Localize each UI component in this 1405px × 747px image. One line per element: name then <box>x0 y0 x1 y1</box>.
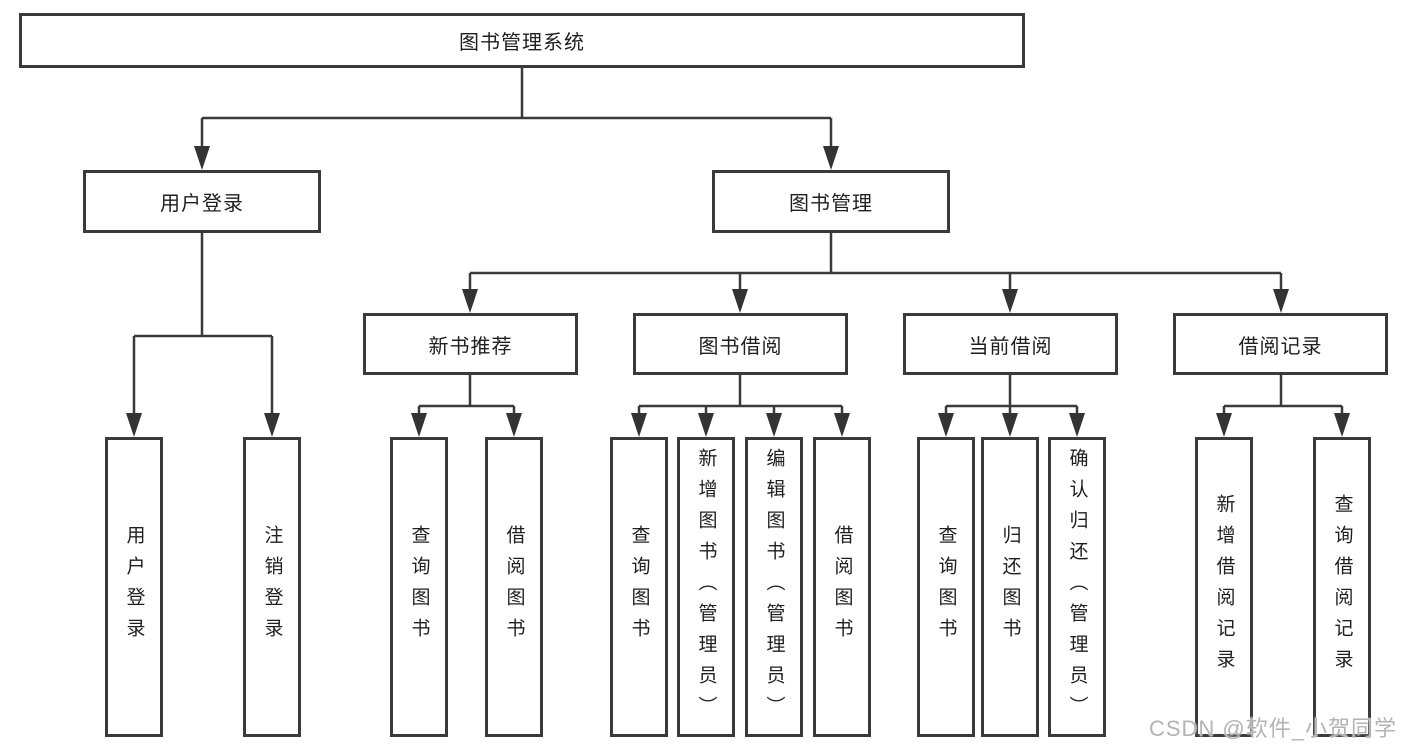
node-label: 查询图书 <box>628 525 650 649</box>
node-new-book-recommendation: 新书推荐 <box>363 313 578 375</box>
leaf-borrow-books-recommend: 借阅图书 <box>485 437 543 737</box>
node-label: 查询图书 <box>935 525 957 649</box>
node-label: 归还图书 <box>999 525 1021 649</box>
node-user-login: 用户登录 <box>83 170 321 233</box>
node-book-management: 图书管理 <box>712 170 950 233</box>
leaf-logout-login: 注销登录 <box>243 437 301 737</box>
node-label: 编辑图书（管理员） <box>763 447 785 727</box>
node-label: 借阅记录 <box>1238 335 1323 358</box>
leaf-query-borrow-record: 查询借阅记录 <box>1313 437 1371 737</box>
node-label: 当前借阅 <box>968 335 1053 358</box>
node-borrowing-records: 借阅记录 <box>1173 313 1388 375</box>
leaf-borrow-books: 借阅图书 <box>813 437 871 737</box>
node-label: 查询图书 <box>408 525 430 649</box>
node-label: 注销登录 <box>261 525 283 649</box>
leaf-add-borrow-record: 新增借阅记录 <box>1195 437 1253 737</box>
leaf-edit-book-admin: 编辑图书（管理员） <box>745 437 803 737</box>
node-label: 新增图书（管理员） <box>695 447 717 727</box>
leaf-user-login: 用户登录 <box>105 437 163 737</box>
leaf-add-book-admin: 新增图书（管理员） <box>677 437 735 737</box>
node-label: 图书管理 <box>789 193 873 215</box>
node-label: 用户登录 <box>123 525 145 649</box>
leaf-confirm-return-admin: 确认归还（管理员） <box>1048 437 1106 737</box>
leaf-query-books-recommend: 查询图书 <box>390 437 448 737</box>
node-library-management-system: 图书管理系统 <box>19 13 1025 68</box>
node-label: 确认归还（管理员） <box>1066 447 1088 727</box>
node-book-borrowing: 图书借阅 <box>633 313 848 375</box>
node-label: 新书推荐 <box>428 335 513 358</box>
csdn-watermark: CSDN @软件_小贺同学 <box>1148 716 1397 741</box>
node-label: 借阅图书 <box>503 525 525 649</box>
leaf-query-books-borrow: 查询图书 <box>610 437 668 737</box>
leaf-query-books-current: 查询图书 <box>917 437 975 737</box>
node-current-borrowing: 当前借阅 <box>903 313 1118 375</box>
node-label: 借阅图书 <box>831 525 853 649</box>
node-label: 图书管理系统 <box>459 32 585 54</box>
node-label: 查询借阅记录 <box>1331 494 1353 680</box>
node-label: 新增借阅记录 <box>1213 494 1235 680</box>
leaf-return-books: 归还图书 <box>981 437 1039 737</box>
node-label: 用户登录 <box>160 193 244 215</box>
node-label: 图书借阅 <box>698 335 783 358</box>
